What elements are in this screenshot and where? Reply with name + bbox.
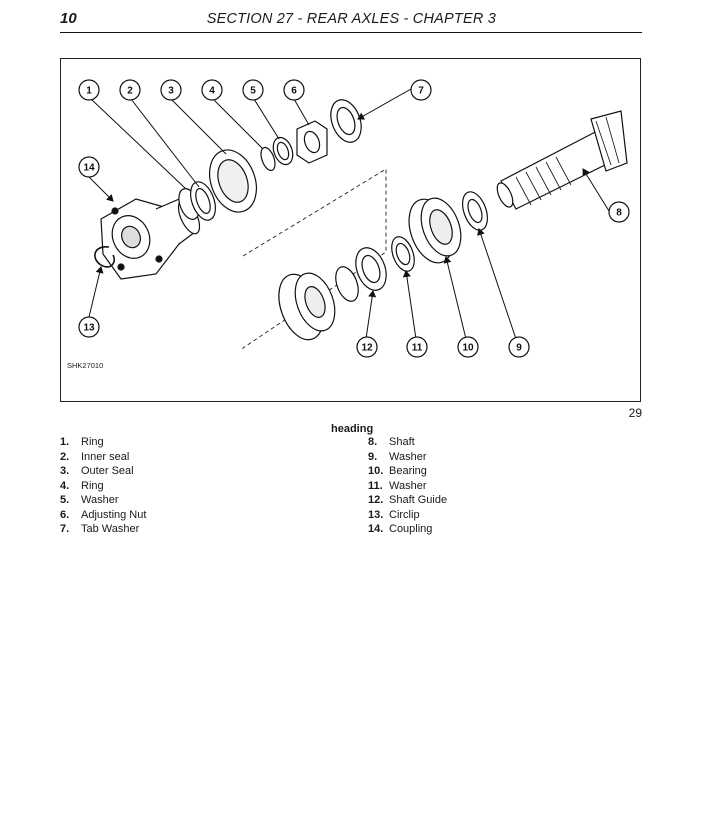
svg-text:1: 1: [86, 86, 92, 97]
adjusting-nut-part: [296, 120, 328, 164]
legend-num: 5.: [60, 494, 70, 506]
ring-washer-part: [260, 136, 294, 172]
leader-lines: [88, 88, 610, 340]
assembly-axis-lines: [242, 168, 387, 349]
legend-text: Circlip: [389, 508, 420, 521]
legend-item: 14. Coupling: [368, 522, 447, 537]
legend-text: Coupling: [389, 523, 433, 535]
circlip-part: [94, 246, 116, 268]
legend-item: 6. Adjusting Nut: [60, 508, 146, 523]
callout-5: 5: [242, 79, 264, 101]
svg-text:3: 3: [168, 86, 174, 97]
legend-item: 8. Shaft: [368, 435, 447, 450]
svg-text:13: 13: [83, 323, 95, 334]
legend-num: 10.: [368, 465, 384, 477]
legend-text: Shaft Guide: [389, 494, 448, 506]
legend-text: Shaft: [389, 436, 415, 448]
outer-seal-part: [209, 149, 257, 213]
legend-item: 1. Ring: [60, 435, 146, 450]
legend-num: 8.: [368, 436, 378, 448]
svg-text:14: 14: [83, 163, 95, 174]
legend-item: 7. Tab Washer: [60, 522, 146, 537]
legend-text: Bearing: [389, 465, 427, 477]
legend-text: Washer: [389, 479, 427, 492]
legend-item: 12. Shaft Guide: [368, 493, 447, 508]
svg-text:2: 2: [127, 86, 133, 97]
legend-num: 13.: [368, 508, 384, 521]
legend-num: 2.: [60, 450, 70, 463]
exploded-diagram: 1 2 3 4 5 6 7: [78, 79, 630, 358]
svg-text:5: 5: [250, 86, 256, 97]
ring-and-seal-part: [178, 181, 216, 221]
svg-text:9: 9: [516, 343, 522, 354]
callout-12: 12: [356, 336, 378, 358]
legend-num: 1.: [60, 436, 70, 448]
section-title: SECTION 27 - REAR AXLES - CHAPTER 3: [206, 11, 496, 27]
page-header: 10 SECTION 27 - REAR AXLES - CHAPTER 3: [60, 10, 642, 33]
callout-9: 9: [508, 336, 530, 358]
bearing-10-part: [408, 197, 462, 264]
figure-code: SHK27010: [67, 361, 104, 370]
legend-item: 9. Washer: [368, 450, 447, 465]
legend-text: Outer Seal: [81, 465, 134, 477]
legend-text: Inner seal: [81, 450, 130, 463]
bearing-cone-part: [278, 272, 336, 341]
legend-num: 3.: [60, 465, 70, 477]
legend-item: 13. Circlip: [368, 508, 447, 523]
legend-item: 4. Ring: [60, 479, 146, 494]
callout-11: 11: [406, 336, 428, 358]
legend-num: 12.: [368, 494, 384, 506]
legend-text: Adjusting Nut: [81, 508, 147, 521]
svg-text:12: 12: [361, 343, 373, 354]
legend-list-left: 1.Ring 2.Inner seal 3.Outer Seal 4.Ring …: [60, 435, 146, 537]
shaft-guide-part: [335, 247, 387, 302]
legend-text: Ring: [81, 479, 104, 492]
svg-text:6: 6: [291, 86, 297, 97]
callout-2: 2: [119, 79, 141, 101]
callout-1: 1: [78, 79, 100, 101]
svg-text:11: 11: [412, 343, 423, 354]
legend-list-right: 8. Shaft 9. Washer 10. Bearing 11. Washer 12…: [368, 435, 447, 537]
legend-num: 14.: [368, 523, 384, 535]
legend-num: 6.: [60, 508, 70, 521]
legend-item: 10. Bearing: [368, 464, 447, 479]
legend-item: 3. Outer Seal: [60, 464, 146, 479]
shaft-part: [496, 110, 628, 210]
callout-7: 7: [410, 79, 432, 101]
callout-13: 13: [78, 316, 100, 338]
legend-heading: heading: [331, 423, 374, 435]
washer-9-part: [462, 191, 488, 231]
legend-text: Washer: [81, 494, 119, 506]
callout-8: 8: [608, 201, 630, 223]
legend-item: 5. Washer: [60, 493, 146, 508]
legend-num: 4.: [60, 479, 70, 492]
callout-6: 6: [283, 79, 305, 101]
legend-text: Washer: [389, 450, 427, 463]
legend-item: 11. Washer: [368, 479, 447, 494]
legend-num: 7.: [60, 523, 70, 535]
callout-10: 10: [457, 336, 479, 358]
legend-num: 9.: [368, 450, 378, 463]
page-number: 10: [60, 10, 77, 27]
svg-text:4: 4: [209, 86, 215, 97]
callout-3: 3: [160, 79, 182, 101]
tab-washer-part: [330, 99, 362, 143]
legend-item: 2. Inner seal: [60, 450, 146, 465]
callout-markers: 1 2 3 4 5 6 7: [78, 79, 630, 358]
svg-text:7: 7: [418, 86, 424, 97]
legend-num: 11.: [368, 479, 383, 492]
legend-text: Tab Washer: [81, 523, 140, 535]
callout-14: 14: [78, 156, 100, 178]
svg-text:10: 10: [462, 343, 474, 354]
callout-4: 4: [201, 79, 223, 101]
svg-text:8: 8: [616, 208, 622, 219]
exploded-diagram-frame: 1 2 3 4 5 6 7: [60, 58, 641, 402]
figure-number: 29: [628, 406, 642, 420]
legend-text: Ring: [81, 436, 104, 448]
